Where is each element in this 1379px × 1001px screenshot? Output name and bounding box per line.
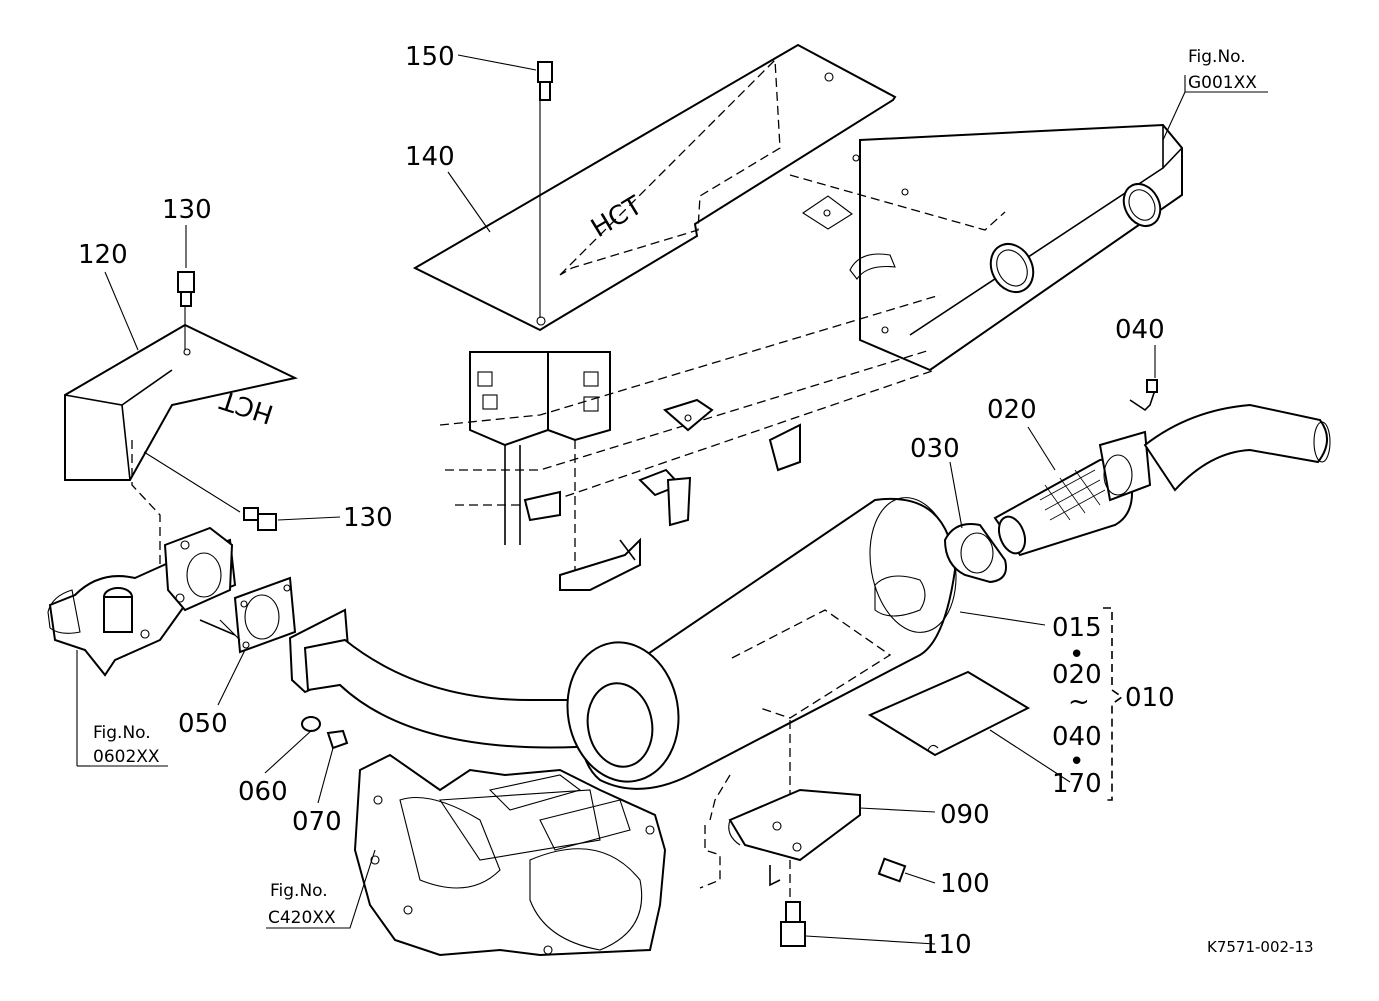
fig-ref-c420-title: Fig.No. — [270, 881, 328, 901]
part-label-110: 110 — [922, 930, 972, 960]
fig-ref-c420-code: C420XX — [268, 908, 336, 928]
part-label-140: 140 — [405, 142, 455, 172]
exhaust-elbow-0602 — [47, 526, 237, 677]
part-label-010: 010 — [1125, 683, 1175, 713]
fig-ref-g001-title: Fig.No. — [1188, 47, 1246, 67]
fig-ref-0602-title: Fig.No. — [93, 723, 151, 743]
gasket-050 — [199, 576, 297, 654]
part-labels: 150 140 130 120 130 040 020 030 015 • 02… — [78, 42, 1175, 960]
part-label-120: 120 — [78, 240, 128, 270]
separator-tilde: ~ — [1068, 687, 1090, 717]
part-label-020: 020 — [987, 395, 1037, 425]
tail-pipe-020 — [993, 389, 1331, 557]
fig-ref-0602-code: 0602XX — [93, 747, 160, 767]
part-label-130-top: 130 — [162, 195, 212, 225]
muffler-assembly — [288, 497, 957, 900]
part-label-040: 040 — [1115, 315, 1165, 345]
part-label-050: 050 — [178, 709, 228, 739]
separator-dot-1: • — [1069, 640, 1084, 670]
gearbox-housing — [353, 753, 731, 957]
part-label-070: 070 — [292, 807, 342, 837]
part-label-020-range: 020 — [1052, 660, 1102, 690]
leader-lines — [76, 54, 1268, 945]
bracket-090 — [728, 788, 861, 887]
support-brackets — [439, 294, 941, 591]
part-label-015: 015 — [1052, 613, 1102, 643]
gasket-030 — [943, 523, 1007, 584]
part-label-170: 170 — [1052, 769, 1102, 799]
part-label-040-range: 040 — [1052, 722, 1102, 752]
part-label-100: 100 — [940, 869, 990, 899]
figure-references: Fig.No. G001XX Fig.No. 0602XX Fig.No. C4… — [93, 47, 1257, 928]
separator-dot-2: • — [1069, 747, 1084, 777]
cover-hct-mark: HCT — [217, 384, 277, 429]
part-label-090: 090 — [940, 800, 990, 830]
drawing-code: K7571-002-13 — [1207, 938, 1314, 956]
part-label-130-side: 130 — [343, 503, 393, 533]
part-label-030: 030 — [910, 434, 960, 464]
frame-beam — [789, 123, 1183, 372]
bolts — [143, 61, 1158, 947]
part-label-060: 060 — [238, 777, 288, 807]
heat-shield-140: HCT — [412, 43, 897, 332]
fig-ref-g001-code: G001XX — [1188, 73, 1257, 93]
decal-170 — [867, 670, 1031, 757]
part-label-150: 150 — [405, 42, 455, 72]
